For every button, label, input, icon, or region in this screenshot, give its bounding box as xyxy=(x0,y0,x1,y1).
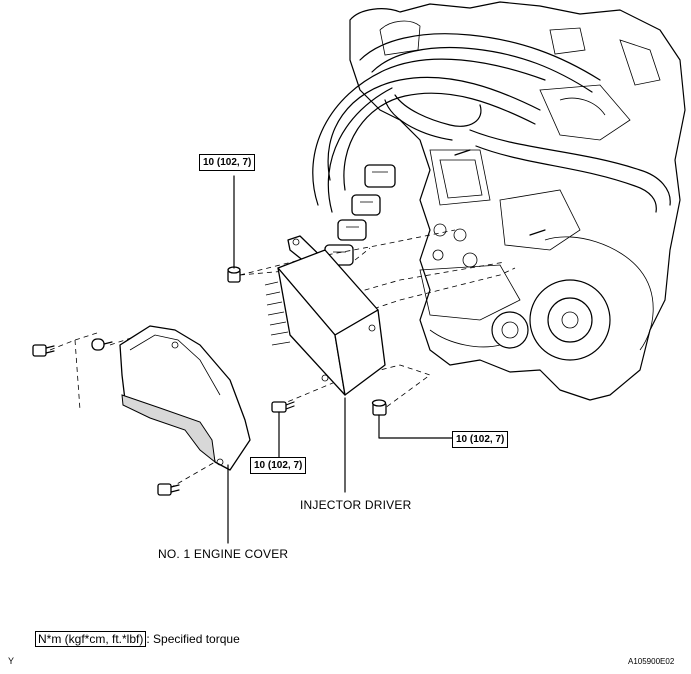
torque-label-right: 10 (102, 7) xyxy=(452,431,509,448)
bolt-bottom xyxy=(271,401,295,413)
fasteners xyxy=(32,266,387,496)
torque-label-bottom: 10 (102, 7) xyxy=(250,457,307,474)
legend-description: : Specified torque xyxy=(146,632,240,646)
figure-code: A105900E02 xyxy=(628,657,675,666)
cover-bolt-bottom xyxy=(157,483,180,496)
legend-unit-box: N*m (kgf*cm, ft.*lbf) xyxy=(35,631,147,647)
injector-driver-label: INJECTOR DRIVER xyxy=(300,498,412,512)
cover-clip xyxy=(91,338,113,351)
leader-lines xyxy=(227,175,453,544)
engine-cover-part xyxy=(119,325,251,471)
corner-mark-left: Y xyxy=(8,656,15,666)
engine-cover-label: NO. 1 ENGINE COVER xyxy=(158,547,289,561)
injector-driver-unit xyxy=(264,235,386,396)
torque-label-top: 10 (102, 7) xyxy=(199,154,256,171)
nut-right xyxy=(371,399,387,416)
torque-legend: N*m (kgf*cm, ft.*lbf): Specified torque xyxy=(35,631,240,647)
cover-bolt-left xyxy=(32,344,55,357)
harness-connectors xyxy=(324,164,396,266)
engine-block xyxy=(312,1,686,401)
nut-top xyxy=(227,266,241,283)
